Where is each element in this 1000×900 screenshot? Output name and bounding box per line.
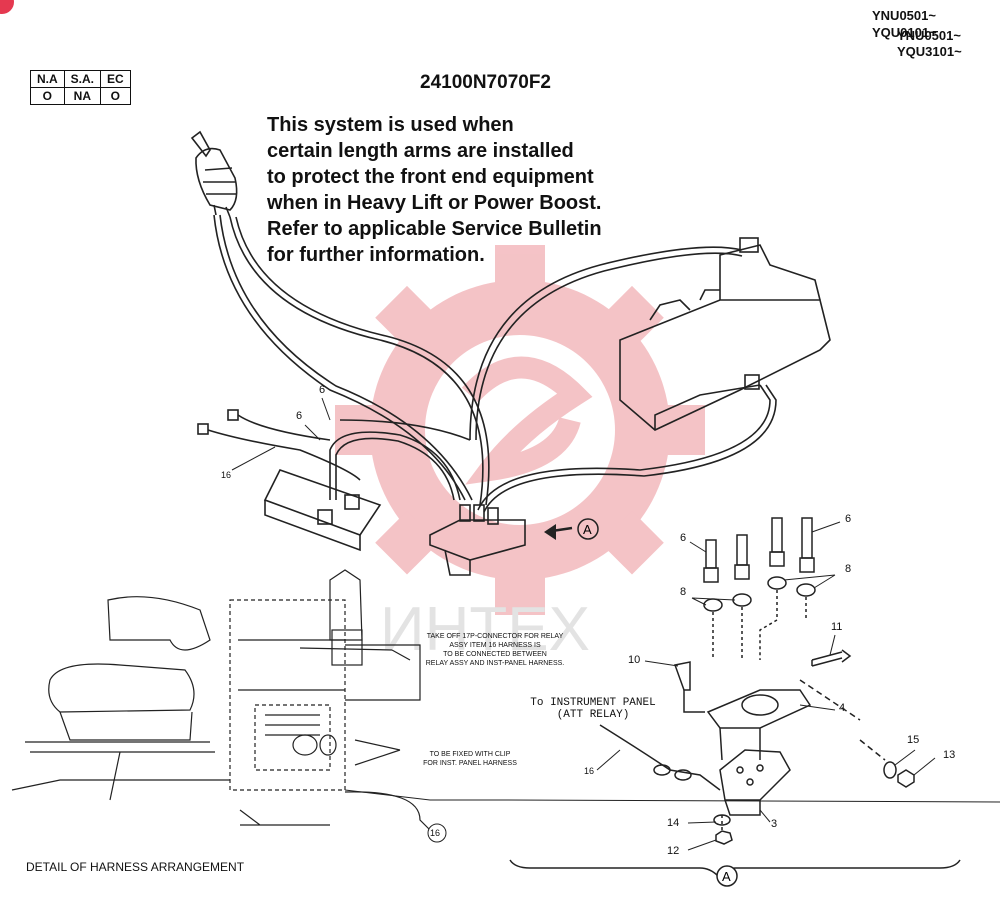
note-line-2: certain length arms are installed bbox=[267, 140, 574, 162]
serial-1: YNU0501~ bbox=[872, 8, 936, 23]
note-line-1: This system is used when bbox=[267, 114, 514, 136]
applicability-table: N.A S.A. EC O NA O bbox=[30, 70, 131, 105]
callout-15: 15 bbox=[907, 734, 920, 746]
callout-11: 11 bbox=[831, 621, 843, 633]
serial-2: YQU0101~ bbox=[872, 25, 937, 40]
clip-line-1: TO BE FIXED WITH CLIP bbox=[429, 751, 511, 758]
instrument-panel-annotation: To INSTRUMENT PANEL (ATT RELAY) bbox=[518, 697, 668, 721]
value-sa: NA bbox=[63, 87, 102, 105]
note-line-3: to protect the front end equipment bbox=[267, 166, 594, 188]
callout-6-right: 6 bbox=[845, 513, 852, 525]
callout-6-left: 6 bbox=[680, 532, 687, 544]
callout-4: 4 bbox=[839, 702, 846, 714]
serial-3: YNU0501~ bbox=[897, 28, 961, 43]
callout-3: 3 bbox=[771, 818, 778, 830]
callout-13: 13 bbox=[943, 749, 956, 761]
value-ec: O bbox=[100, 87, 131, 105]
instrument-panel-line-2: (ATT RELAY) bbox=[556, 709, 630, 721]
callout-6-lower: 6 bbox=[296, 410, 303, 422]
callout-16-left: 16 bbox=[221, 470, 232, 480]
takeoff-line-3: TO BE CONNECTED BETWEEN bbox=[443, 651, 547, 658]
serial-4: YQU3101~ bbox=[897, 44, 962, 59]
note-line-5: Refer to applicable Service Bulletin bbox=[267, 218, 602, 240]
takeoff-annotation: TAKE OFF 17P-CONNECTOR FOR RELAY ASSY IT… bbox=[400, 632, 590, 668]
callout-14: 14 bbox=[667, 817, 680, 829]
callout-10: 10 bbox=[628, 654, 641, 666]
clip-annotation: TO BE FIXED WITH CLIP FOR INST. PANEL HA… bbox=[400, 750, 540, 768]
watermark-text: ИНТЕХ bbox=[380, 595, 590, 664]
callout-6-upper: 6 bbox=[319, 384, 326, 396]
note-line-4: when in Heavy Lift or Power Boost. bbox=[267, 192, 602, 214]
takeoff-line-1: TAKE OFF 17P-CONNECTOR FOR RELAY bbox=[426, 633, 564, 640]
callout-16-right: 16 bbox=[584, 766, 595, 776]
takeoff-line-2: ASSY ITEM 16 HARNESS IS bbox=[449, 642, 541, 649]
takeoff-line-4: RELAY ASSY AND INST-PANEL HARNESS. bbox=[425, 660, 565, 667]
part-number: 24100N7070F2 bbox=[420, 72, 551, 93]
watermark-gear bbox=[335, 245, 705, 615]
header-ec: EC bbox=[100, 70, 131, 88]
clip-line-2: FOR INST. PANEL HARNESS bbox=[423, 760, 517, 767]
note-line-6: for further information. bbox=[267, 244, 485, 266]
callout-12: 12 bbox=[667, 845, 680, 857]
callout-8-left: 8 bbox=[680, 586, 687, 598]
view-label-a: A bbox=[583, 522, 592, 537]
callout-8-right: 8 bbox=[845, 563, 852, 575]
callout-16-circled: 16 bbox=[430, 828, 441, 838]
view-label-a-detail: A bbox=[722, 869, 731, 884]
header-na: N.A bbox=[30, 70, 65, 88]
system-note: This system is used when certain length … bbox=[267, 112, 602, 268]
detail-caption: DETAIL OF HARNESS ARRANGEMENT bbox=[26, 860, 245, 874]
instrument-panel-line-1: To INSTRUMENT PANEL bbox=[530, 697, 656, 709]
